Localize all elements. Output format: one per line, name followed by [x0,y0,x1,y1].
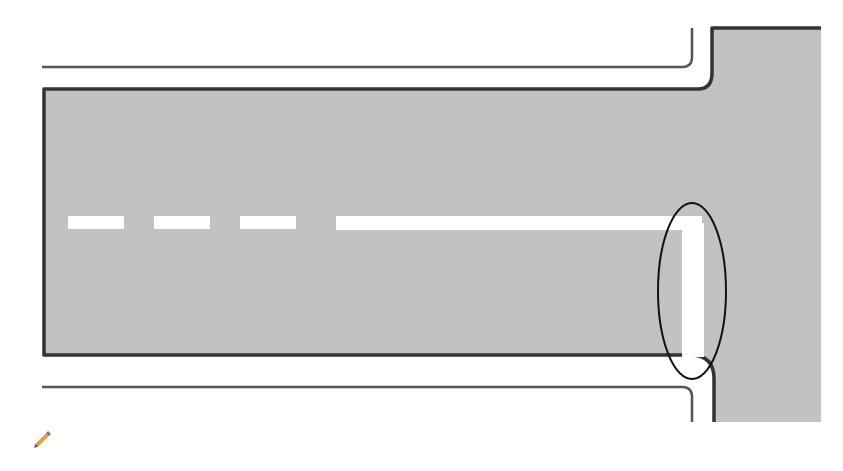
dash-segment [154,216,210,229]
pencil-icon[interactable] [33,431,51,449]
stop-line [682,223,704,357]
road-edge [42,26,821,422]
sidewalk-line-top [42,28,694,69]
broken-centerline [68,216,296,229]
solid-centerline [336,216,702,230]
circle-annotation [657,202,727,380]
dash-segment [68,216,124,229]
sidewalk-line-bottom [42,385,694,422]
dash-segment [240,216,296,229]
